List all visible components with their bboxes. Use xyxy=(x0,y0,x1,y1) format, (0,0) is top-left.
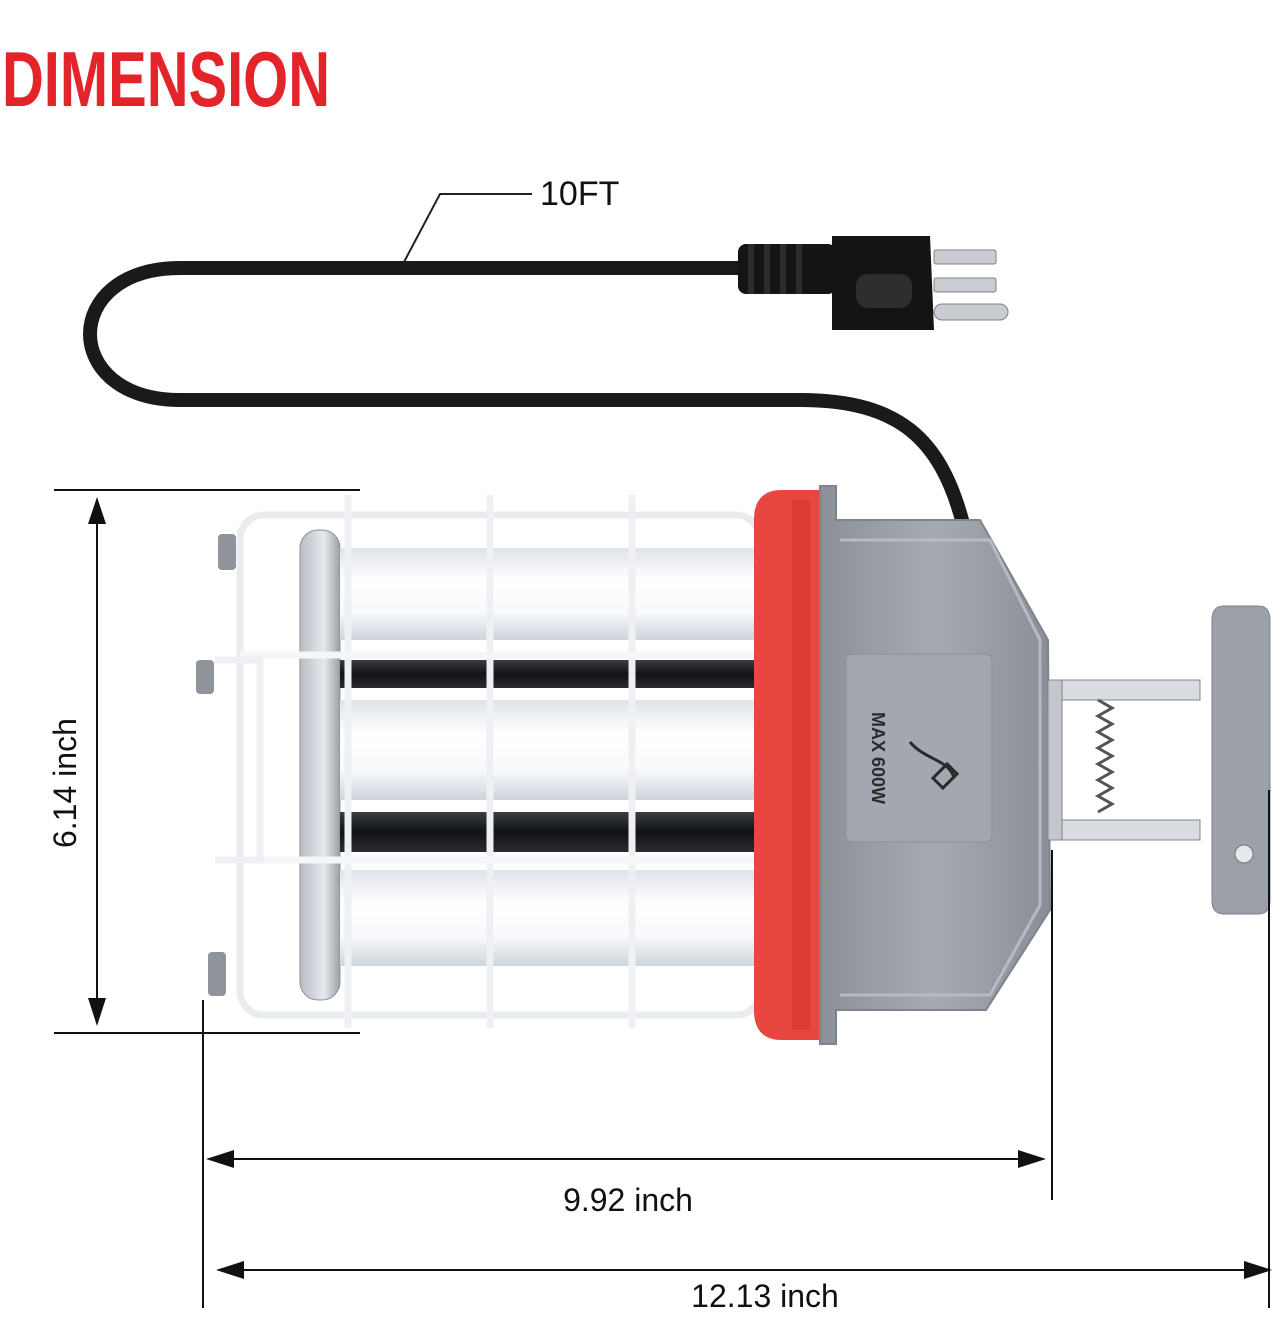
red-mounting-ring xyxy=(754,490,822,1040)
total-width-label: 12.13 inch xyxy=(691,1278,839,1314)
lamp-end-cap xyxy=(299,529,341,1001)
height-dimension xyxy=(54,489,360,1034)
cage-hooks xyxy=(196,534,236,996)
body-width-dimension xyxy=(202,850,1053,1308)
cord-leader-line xyxy=(403,193,532,263)
height-label: 6.14 inch xyxy=(47,718,83,848)
page-title: DIMENSION xyxy=(2,35,330,123)
power-rating-label: MAX 600W xyxy=(868,712,888,804)
total-width-dimension xyxy=(216,790,1272,1308)
cord-length-label: 10FT xyxy=(540,175,619,213)
power-cord xyxy=(83,261,969,527)
hanging-bracket xyxy=(1047,605,1271,915)
plug-symbol-icon xyxy=(908,740,960,791)
body-width-label: 9.92 inch xyxy=(563,1182,693,1218)
power-plug xyxy=(738,236,1009,330)
led-tubes xyxy=(340,548,760,966)
